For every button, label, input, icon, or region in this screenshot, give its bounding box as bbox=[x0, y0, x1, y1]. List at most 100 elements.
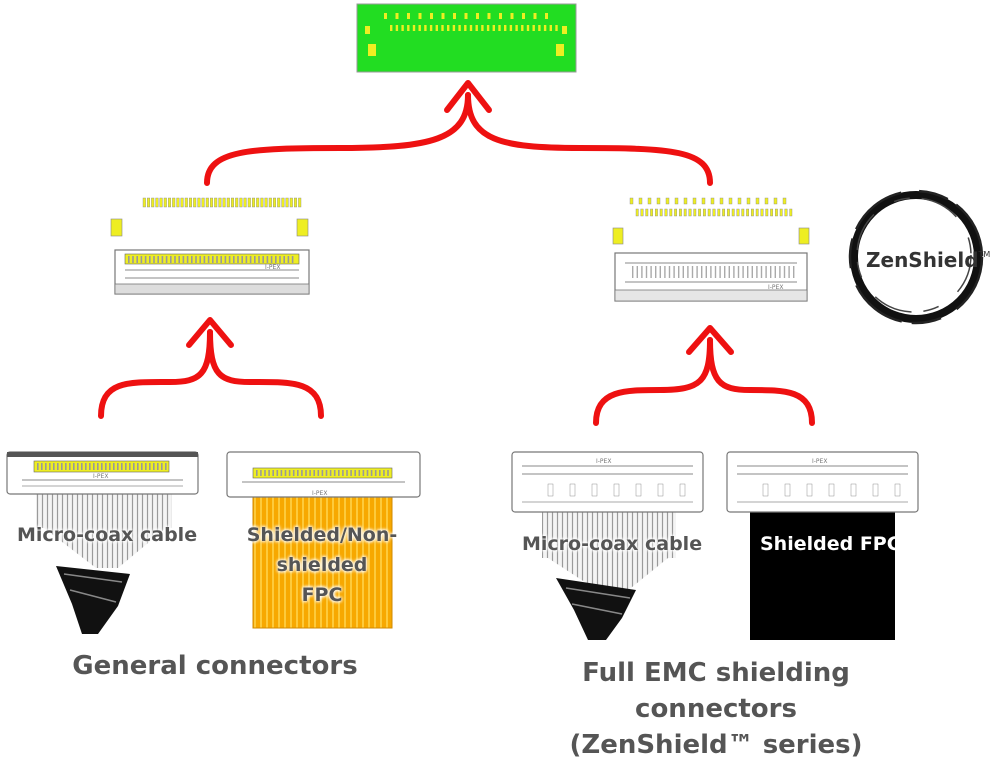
contact bbox=[793, 266, 795, 278]
footprint-pad bbox=[751, 208, 754, 217]
contact bbox=[678, 266, 680, 278]
pcb-pad bbox=[464, 13, 468, 19]
footprint-pad bbox=[659, 208, 663, 217]
contact bbox=[742, 266, 744, 278]
label-general-fpc-line2: FPC bbox=[301, 584, 343, 606]
contact bbox=[636, 266, 638, 278]
contact bbox=[645, 266, 648, 278]
contact bbox=[719, 266, 721, 278]
footprint-pad bbox=[222, 197, 226, 208]
pcb-pad bbox=[543, 25, 547, 31]
contact bbox=[751, 266, 753, 278]
footprint-pad bbox=[289, 197, 293, 208]
footprint-pad bbox=[764, 197, 769, 205]
contact bbox=[374, 470, 377, 476]
contact-slot bbox=[679, 483, 686, 497]
contact bbox=[117, 463, 119, 470]
pcb-pad bbox=[481, 25, 484, 31]
contact bbox=[228, 256, 231, 263]
footprint-pad bbox=[281, 197, 285, 208]
contact bbox=[245, 256, 248, 263]
footprint-pad bbox=[256, 197, 260, 208]
contact bbox=[317, 470, 320, 476]
general-fpc-assembly: I-PEX bbox=[226, 451, 421, 629]
footprint-pad bbox=[741, 208, 745, 217]
footprint-pad bbox=[214, 197, 218, 208]
contact bbox=[161, 463, 163, 470]
contact-slot bbox=[784, 483, 791, 497]
footprint-pad bbox=[728, 197, 733, 205]
pcb-pad bbox=[424, 25, 427, 31]
footprint-pad bbox=[655, 208, 658, 217]
label-general-fpc: Shielded/Non-shielded FPC bbox=[208, 520, 436, 610]
contact bbox=[342, 470, 344, 476]
pcb-pad bbox=[435, 25, 438, 31]
footprint-pad bbox=[163, 197, 167, 208]
contact bbox=[655, 266, 657, 278]
pcb-pad bbox=[522, 13, 525, 19]
pcb-pad bbox=[476, 13, 479, 19]
contact bbox=[157, 463, 159, 470]
footprint-pad bbox=[765, 208, 769, 217]
connector-marking: I-PEX bbox=[768, 284, 783, 291]
pcb-pad bbox=[469, 25, 473, 31]
contact bbox=[370, 470, 373, 476]
contact bbox=[182, 256, 185, 263]
contact bbox=[696, 266, 698, 278]
contact bbox=[145, 463, 147, 470]
contact bbox=[774, 266, 776, 278]
footprint-pad bbox=[197, 197, 201, 208]
pcb-pad bbox=[390, 25, 393, 31]
contact bbox=[309, 470, 311, 476]
footprint-pad bbox=[775, 208, 778, 217]
contact bbox=[266, 256, 269, 263]
footprint-pad bbox=[773, 197, 778, 205]
footprint-pad bbox=[782, 197, 787, 205]
contact bbox=[321, 470, 324, 476]
contact-slot bbox=[569, 483, 576, 497]
footprint-pad bbox=[205, 197, 209, 208]
contact bbox=[262, 256, 264, 263]
pcb-pad bbox=[441, 25, 444, 31]
footprint-pad bbox=[650, 208, 654, 217]
contact-slot bbox=[613, 483, 620, 497]
contact bbox=[113, 463, 115, 470]
pcb-pad bbox=[509, 25, 513, 31]
contact bbox=[632, 266, 634, 278]
footprint-pad bbox=[755, 208, 759, 217]
pcb-pad bbox=[538, 25, 541, 31]
footprint-pad bbox=[674, 197, 679, 205]
contact-slot bbox=[635, 483, 642, 497]
contact bbox=[783, 266, 786, 278]
contact bbox=[136, 256, 138, 263]
contact bbox=[760, 266, 763, 278]
footprint-pad bbox=[294, 197, 298, 208]
footprint-pad bbox=[712, 208, 716, 217]
contact bbox=[270, 256, 273, 263]
footprint-pad bbox=[688, 208, 692, 217]
contact bbox=[121, 463, 123, 470]
contact bbox=[49, 463, 51, 470]
pcb-pad bbox=[545, 13, 548, 19]
footprint-pad bbox=[698, 208, 702, 217]
contact bbox=[137, 463, 139, 470]
contact bbox=[45, 463, 47, 470]
contact bbox=[207, 256, 210, 263]
contact bbox=[153, 463, 155, 470]
contact bbox=[268, 470, 270, 476]
footprint-pad bbox=[710, 197, 715, 205]
contact bbox=[682, 266, 684, 278]
contact bbox=[325, 470, 328, 476]
pcb-board bbox=[356, 3, 577, 73]
contact bbox=[664, 266, 666, 278]
footprint-pad bbox=[180, 197, 184, 208]
contact bbox=[770, 266, 772, 278]
footprint-pad bbox=[247, 197, 251, 208]
footprint-pad bbox=[260, 197, 264, 208]
general-receptacle: I-PEX bbox=[110, 197, 310, 295]
emc-fpc-assembly: I-PEX bbox=[726, 451, 919, 640]
footprint-pad bbox=[226, 197, 230, 208]
group-label-emc-line2: (ZenShield™ series) bbox=[569, 730, 863, 760]
contact bbox=[329, 470, 332, 476]
